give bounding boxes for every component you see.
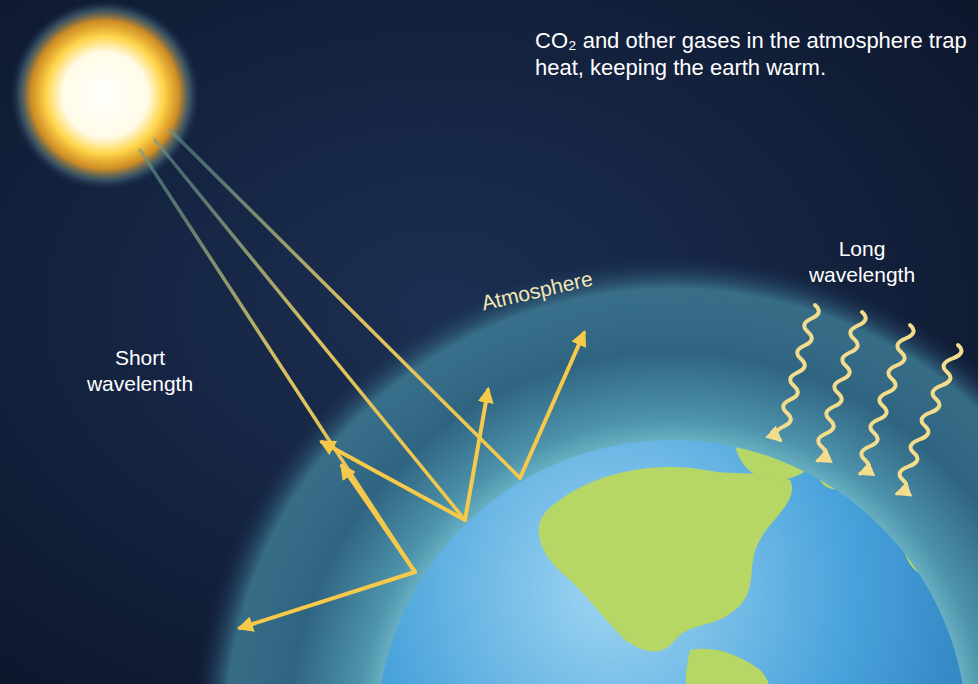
continents bbox=[539, 439, 978, 684]
earth bbox=[377, 440, 967, 684]
reflected-rays bbox=[240, 333, 584, 628]
short-wave-rays bbox=[140, 130, 520, 572]
atmosphere-layer bbox=[192, 255, 978, 684]
heading-note: CO₂ and other gases in the atmosphere tr… bbox=[535, 28, 970, 82]
wavelength-label: Short wavelength bbox=[70, 345, 210, 396]
long-wave-arrows bbox=[776, 305, 961, 494]
wavelength-label: Long wavelength bbox=[792, 236, 932, 287]
